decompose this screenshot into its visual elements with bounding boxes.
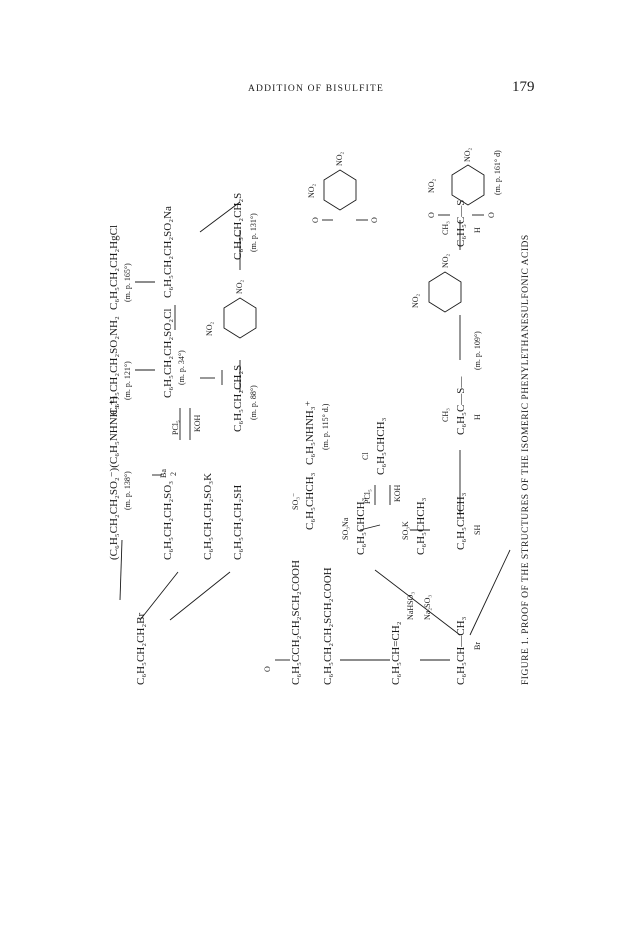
ketone-acid-formula: C₆H₅CCH₂CH₂SCH₂COOH <box>290 560 302 685</box>
melting-point: (m. p. 88°) <box>249 385 258 420</box>
alpha-k-formula: C₆H₅CHCH₃ <box>415 497 427 555</box>
chloro-group: Cl <box>361 452 370 460</box>
page-number: 179 <box>512 79 535 95</box>
bromide-formula: C₆H₅CH₂CH₂Br <box>135 612 147 685</box>
nitro-group: NO₂ <box>335 151 344 166</box>
bromo-formula: C₆H₅CH—CH₃ <box>455 616 467 685</box>
running-head: ADDITION OF BISULFITE <box>248 84 385 94</box>
sulfinate-formula: C₆H₅CH₂CH₂SO₂Na <box>162 206 174 298</box>
k-salt-formula: C₆H₅CH₂CH₂SO₃K <box>202 472 214 560</box>
nitro-group: NO₂ <box>235 279 244 294</box>
ba-denominator: 2 <box>169 472 178 476</box>
amide-formula: C₆H₅CH₂CH₂SO₂NH₂ <box>108 316 120 415</box>
thiol-formula: C₆H₅CH₂CH₂SH <box>232 484 244 560</box>
hydrogen: H <box>473 227 482 233</box>
reagent-label: PCl₅ <box>171 420 180 435</box>
sulfone-oxygen: O <box>427 212 436 218</box>
sulfonate-anion: SO₃⁻ <box>291 492 300 510</box>
ketone-oxygen: O <box>263 666 272 672</box>
melting-point: (m. p. 115° d.) <box>321 403 330 450</box>
sulfone-oxygen: O <box>370 217 379 223</box>
cation-formula: C₆H₅NHNH₃⁺ <box>304 400 316 465</box>
figure-reaction-scheme: (C₆H₅CH₂CH₂SO₂⁻)(C₆H₅NHNH₃⁺) (m. p. 138°… <box>100 130 560 690</box>
melting-point: (m. p. 121°) <box>123 361 132 400</box>
melting-point: (m. p. 161° d) <box>493 150 502 195</box>
reagent-label: Na₂SO₃ <box>423 594 432 620</box>
arrow-line <box>359 524 381 531</box>
nitro-group: NO₂ <box>411 293 420 308</box>
arrow-line <box>469 549 511 636</box>
melting-point: (m. p. 165°) <box>123 263 132 302</box>
sulfone-oxygen: O <box>311 217 320 223</box>
nitro-group: NO₂ <box>441 253 450 268</box>
arrow-line <box>374 569 461 636</box>
arrow-line <box>139 571 179 621</box>
nitro-group: NO₂ <box>463 147 472 162</box>
mercury-formula: C₆H₅CH₂CH₂HgCl <box>108 224 120 310</box>
methyl-group: CH₃ <box>441 221 450 235</box>
nitro-group: NO₂ <box>205 321 214 336</box>
alpha-sh-formula: C₆H₅CHCH₃ <box>455 492 467 550</box>
sulfonyl-chloride-formula: C₆H₅CH₂CH₂SO₂Cl <box>162 308 174 398</box>
sulfonate-group: SO₃K <box>401 521 410 540</box>
alpha-na-formula: C₆H₅CHCH₃ <box>355 497 367 555</box>
figure-lines <box>119 164 511 661</box>
reagent-label: PCl₅ <box>363 489 372 504</box>
benzene-ring <box>451 164 485 206</box>
benzene-ring <box>323 169 357 211</box>
sulfone-oxygen: O <box>487 212 496 218</box>
arrow-line <box>199 201 241 233</box>
ba-salt-formula: C₆H₅CH₂CH₂SO₃ <box>162 480 174 560</box>
thiol-group: SH <box>473 524 482 535</box>
page-header: ADDITION OF BISULFITE 179 <box>0 0 631 100</box>
nitro-group: NO₂ <box>307 183 316 198</box>
sulfide-formula: C₆H₅CH₂CH₂S <box>232 364 244 432</box>
benzene-ring <box>223 297 257 339</box>
nitro-group: NO₂ <box>427 178 436 193</box>
phenylethyl-formula: C₆H₅CHCH₃ <box>304 472 316 530</box>
sulfone-formula: C₆H₅CH₂CH₂S <box>232 192 244 260</box>
alpha-sulfide-formula: C₆H₅C—S— <box>455 376 467 435</box>
salt-formula: (C₆H₅CH₂CH₂SO₂⁻)(C₆H₅NHNH₃⁺) <box>108 396 120 560</box>
melting-point: (m. p. 34°) <box>177 350 186 385</box>
sulfonate-group: SO₃Na <box>341 517 350 540</box>
reagent-label: KOH <box>193 414 202 432</box>
benzene-ring <box>428 271 462 313</box>
alpha-cl-formula: C₆H₅CHCH₃ <box>375 417 387 475</box>
styrene-formula: C₆H₅CH=CH₂ <box>390 621 402 685</box>
hydrogen: H <box>473 414 482 420</box>
reagent-label: KOH <box>393 484 402 502</box>
figure-caption: FIGURE 1. PROOF OF THE STRUCTURES OF THE… <box>521 234 531 685</box>
melting-point: (m. p. 109°) <box>473 331 482 370</box>
alpha-sulfone-formula: C₆H₅C—S <box>455 199 467 247</box>
methyl-group: CH₃ <box>441 408 450 422</box>
bromo-br: Br <box>473 642 482 650</box>
arrow-line <box>119 539 123 601</box>
melting-point: (m. p. 138°) <box>123 471 132 510</box>
arrow-line <box>169 571 231 621</box>
acid-formula: C₆H₅CH₂CH₂SCH₂COOH <box>322 567 334 685</box>
melting-point: (m. p. 131°) <box>249 213 258 252</box>
reagent-label: NaHSO₃ <box>406 591 415 620</box>
